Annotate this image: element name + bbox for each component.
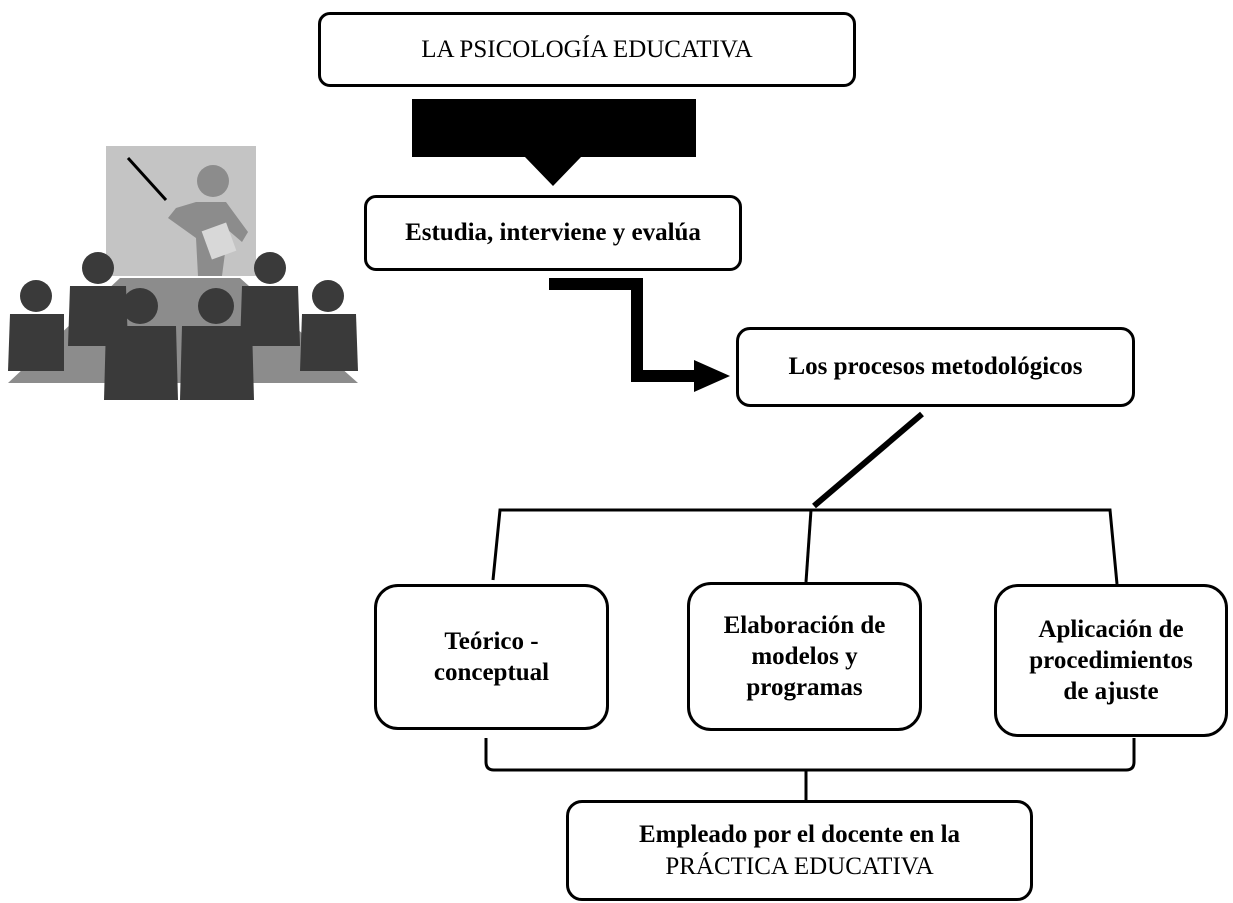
result-node-line: PRÁCTICA EDUCATIVA: [665, 852, 934, 880]
branch-node-line: modelos y: [751, 642, 858, 670]
top-bracket-center: [804, 509, 813, 583]
branch-node-line: de ajuste: [1063, 678, 1159, 706]
title-node: LA PSICOLOGÍA EDUCATIVA: [318, 12, 856, 87]
block-arrow-head: [525, 157, 581, 186]
branch-node-line: Aplicación de: [1038, 615, 1184, 643]
result-node-line: Empleado por el docente en la: [638, 821, 961, 849]
action-node: Estudia, interviene y evalúa: [364, 195, 742, 271]
diagonal-connector: [812, 411, 924, 509]
processes-node-text: Los procesos metodológicos: [788, 353, 1083, 381]
branch-node-line: conceptual: [433, 659, 550, 686]
audience-figures: [8, 252, 358, 400]
branch-node-line: Teórico -: [444, 627, 539, 655]
action-node-text: Estudia, interviene y evalúa: [405, 219, 701, 247]
branch-node-line: procedimientos: [1029, 646, 1193, 674]
bottom-bracket: [484, 738, 1136, 772]
result-node: Empleado por el docente en la PRÁCTICA E…: [566, 800, 1033, 901]
branch-node-line: Elaboración de: [723, 611, 886, 639]
block-arrow-shaft: [412, 99, 696, 157]
presentation-clipart-icon: [8, 146, 358, 400]
elbow-arrow-line: [549, 278, 700, 382]
presenter-figure: [168, 165, 248, 276]
elbow-arrow-head: [694, 360, 730, 392]
branch-node-line: programas: [746, 674, 863, 702]
title-node-text: LA PSICOLOGÍA EDUCATIVA: [421, 35, 753, 63]
top-bracket: [491, 508, 1119, 585]
pointer-stick: [126, 156, 168, 202]
branch-node-models: Elaboración de modelos y programas: [687, 582, 922, 731]
branch-node-theoretical: Teórico - conceptual: [374, 584, 609, 730]
processes-node: Los procesos metodológicos: [736, 327, 1135, 407]
branch-node-adjustment: Aplicación de procedimientos de ajuste: [994, 584, 1228, 737]
